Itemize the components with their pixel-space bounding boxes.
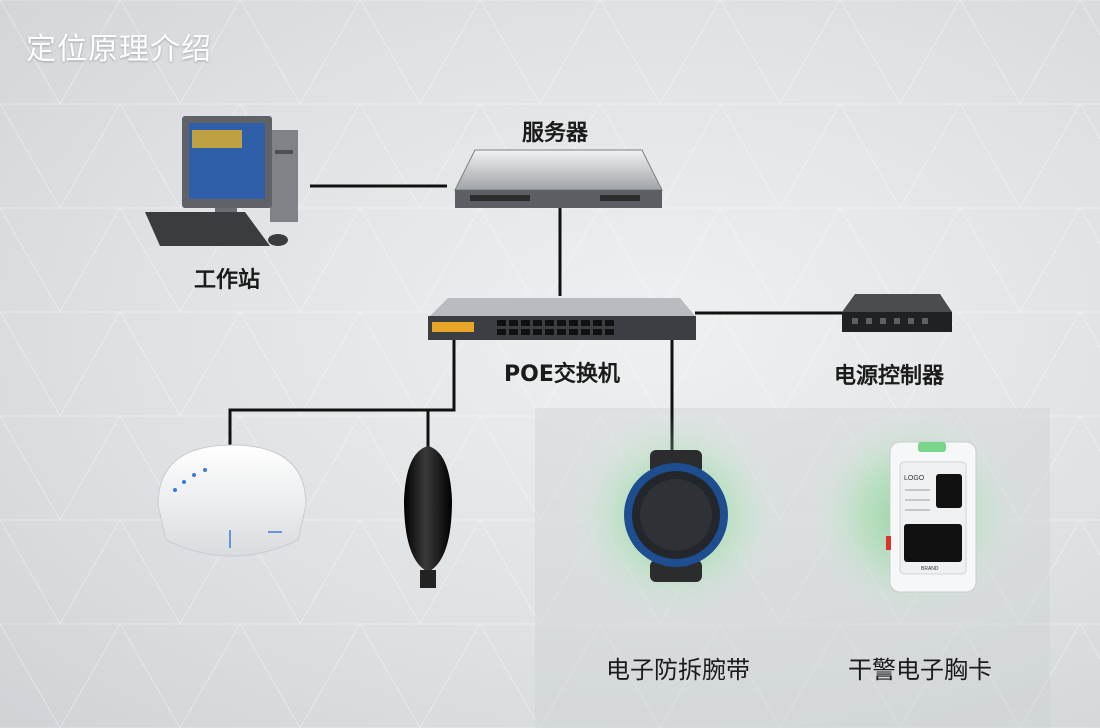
badge-device-icon: LOGO BRAND [886,442,976,592]
server-label: 服务器 [522,115,588,147]
poe-switch-label: POE交换机 [504,356,620,388]
power-controller-label: 电源控制器 [834,358,944,390]
badge-brand-text: BRAND [921,566,939,572]
wristband-label: 电子防拆腕带 [606,650,750,685]
badge-logo-text: LOGO [904,475,925,482]
ceiling-anchor-icon [158,445,306,556]
badge-label: 干警电子胸卡 [848,650,992,685]
page-title: 定位原理介绍 [26,24,212,68]
workstation-label: 工作站 [194,262,260,294]
power-controller-icon [842,294,952,332]
poe-switch-icon [428,298,696,340]
server-rack-icon [455,150,662,208]
